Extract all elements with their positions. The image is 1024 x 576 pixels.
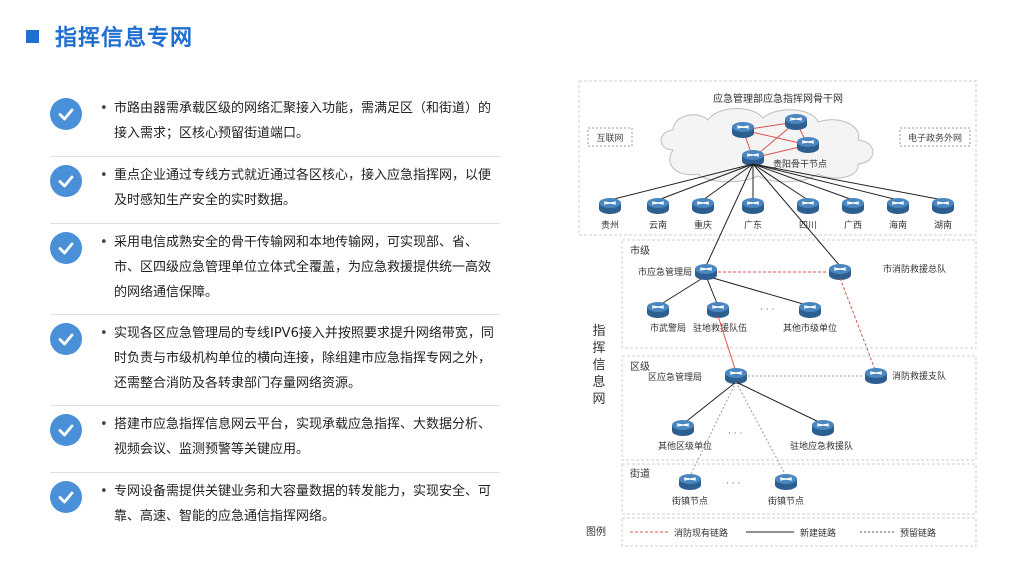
district-emergency-label: 区应急管理局 bbox=[648, 371, 702, 383]
egov-label: 电子政务外网 bbox=[908, 132, 962, 144]
province-router bbox=[796, 197, 820, 215]
street-dots: · · · bbox=[726, 479, 740, 489]
city-emergency-label: 市应急管理局 bbox=[638, 266, 692, 278]
district-team-router bbox=[811, 419, 835, 437]
district-fire-router bbox=[864, 367, 888, 385]
core-node-label: 贵阳骨干节点 bbox=[773, 158, 827, 170]
bullet-text: 重点企业通过专线方式就近通过各区核心，接入应急指挥网，以便及时感知生产安全的实时… bbox=[100, 163, 500, 213]
city-police-router bbox=[646, 301, 670, 319]
network-diagram: 应急管理部应急指挥网骨干网 互联网 电子政务外网 贵阳骨干节点 贵州 云南 重庆 bbox=[578, 80, 978, 550]
street-frame bbox=[621, 463, 977, 515]
province-router bbox=[646, 197, 670, 215]
backbone-frame bbox=[578, 80, 977, 236]
page-title: 指挥信息专网 bbox=[55, 26, 194, 51]
internet-box bbox=[587, 127, 633, 147]
city-police-label: 市武警局 bbox=[650, 322, 686, 334]
backbone-cloud bbox=[660, 108, 874, 183]
title-marker bbox=[26, 29, 39, 43]
check-icon bbox=[50, 414, 82, 446]
province-router bbox=[691, 197, 715, 215]
province-label: 湖南 bbox=[934, 219, 952, 231]
city-level-label: 市级 bbox=[630, 244, 650, 257]
city-emergency-router bbox=[694, 263, 718, 281]
legend-frame bbox=[621, 517, 977, 547]
check-icon bbox=[50, 98, 82, 130]
district-frame bbox=[621, 355, 977, 461]
internet-label: 互联网 bbox=[596, 133, 623, 144]
province-label: 重庆 bbox=[694, 219, 712, 231]
province-router bbox=[841, 197, 865, 215]
district-level-label: 区级 bbox=[630, 361, 650, 373]
street-router bbox=[774, 473, 798, 491]
province-label: 广东 bbox=[744, 219, 762, 231]
list-item: 搭建市应急指挥信息网云平台，实现承载应急指挥、大数据分析、视频会议、监测预警等关… bbox=[50, 406, 500, 473]
legend-existing: 消防现有链路 bbox=[674, 527, 728, 539]
district-emergency-router bbox=[724, 367, 748, 385]
street-node-label: 街镇节点 bbox=[768, 495, 804, 507]
bullet-text: 搭建市应急指挥信息网云平台，实现承载应急指挥、大数据分析、视频会议、监测预警等关… bbox=[100, 412, 500, 462]
district-dots: · · · bbox=[728, 429, 742, 439]
check-icon bbox=[50, 481, 82, 513]
backbone-router bbox=[796, 136, 820, 154]
province-label: 海南 bbox=[889, 219, 907, 231]
list-item: 重点企业通过专线方式就近通过各区核心，接入应急指挥网，以便及时感知生产安全的实时… bbox=[50, 157, 500, 224]
legend-reserved: 预留链路 bbox=[900, 527, 936, 539]
province-label: 云南 bbox=[649, 219, 667, 231]
province-router bbox=[741, 197, 765, 215]
backbone-title: 应急管理部应急指挥网骨干网 bbox=[713, 92, 843, 105]
check-icon bbox=[50, 232, 82, 264]
city-dots: · · · bbox=[760, 305, 774, 315]
city-team-label: 驻地救援队伍 bbox=[693, 322, 747, 334]
backbone-router bbox=[784, 113, 808, 131]
list-item: 采用电信成熟安全的骨干传输网和本地传输网，可实现部、省、市、区四级应急管理单位立… bbox=[50, 224, 500, 315]
bullet-text: 实现各区应急管理局的专线IPV6接入并按照要求提升网络带宽，同时负责与市级机构单… bbox=[100, 321, 500, 396]
city-fire-router bbox=[828, 263, 852, 281]
province-router bbox=[886, 197, 910, 215]
city-frame bbox=[621, 239, 977, 349]
check-icon bbox=[50, 323, 82, 355]
district-other-label: 其他区级单位 bbox=[658, 440, 712, 452]
district-team-label: 驻地应急救援队 bbox=[790, 440, 853, 452]
province-label: 广西 bbox=[844, 219, 862, 231]
backbone-router bbox=[731, 121, 755, 139]
legend-label: 图例 bbox=[586, 525, 606, 538]
list-item: 实现各区应急管理局的专线IPV6接入并按照要求提升网络带宽，同时负责与市级机构单… bbox=[50, 315, 500, 406]
street-router bbox=[678, 473, 702, 491]
side-label: 指挥信息网 bbox=[592, 324, 605, 407]
street-level-label: 街道 bbox=[630, 467, 650, 480]
bullet-text: 市路由器需承载区级的网络汇聚接入功能，需满足区（和街道）的接入需求；区核心预留街… bbox=[100, 96, 500, 146]
street-node-label: 街镇节点 bbox=[672, 495, 708, 507]
legend-new: 新建链路 bbox=[800, 527, 836, 539]
city-other-router bbox=[798, 301, 822, 319]
city-team-router bbox=[706, 301, 730, 319]
province-label: 四川 bbox=[799, 221, 817, 231]
bullet-list: 市路由器需承载区级的网络汇聚接入功能，需满足区（和街道）的接入需求；区核心预留街… bbox=[50, 90, 500, 539]
district-fire-label: 消防救援支队 bbox=[892, 370, 946, 382]
city-fire-label: 市消防救援总队 bbox=[883, 263, 946, 275]
list-item: 市路由器需承载区级的网络汇聚接入功能，需满足区（和街道）的接入需求；区核心预留街… bbox=[50, 90, 500, 157]
page-header: 指挥信息专网 bbox=[26, 18, 193, 54]
check-icon bbox=[50, 165, 82, 197]
province-label: 贵州 bbox=[601, 219, 619, 231]
bullet-text: 专网设备需提供关键业务和大容量数据的转发能力，实现安全、可靠、高速、智能的应急通… bbox=[100, 479, 500, 529]
province-router bbox=[931, 197, 955, 215]
list-item: 专网设备需提供关键业务和大容量数据的转发能力，实现安全、可靠、高速、智能的应急通… bbox=[50, 473, 500, 539]
province-router bbox=[598, 197, 622, 215]
district-other-router bbox=[671, 419, 695, 437]
core-router bbox=[741, 149, 765, 167]
bullet-text: 采用电信成熟安全的骨干传输网和本地传输网，可实现部、省、市、区四级应急管理单位立… bbox=[100, 230, 500, 305]
city-other-label: 其他市级单位 bbox=[783, 322, 837, 334]
